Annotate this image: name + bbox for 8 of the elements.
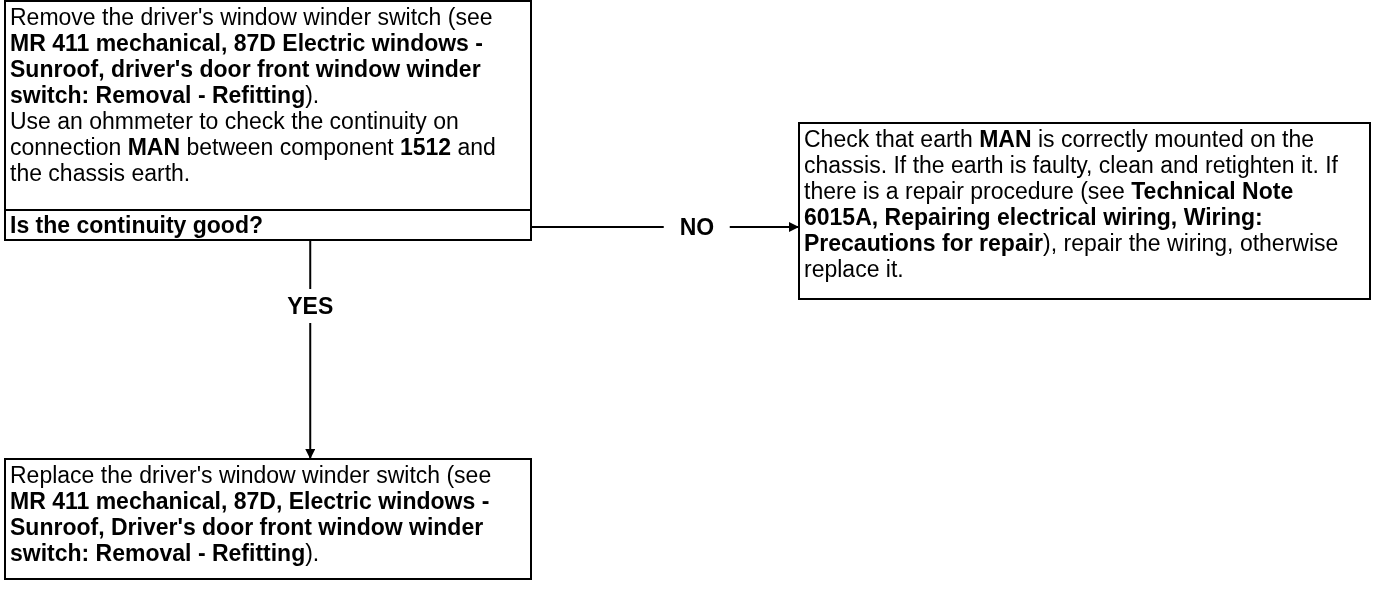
instruction-text: Use an ohmmeter to check the continuity on connection MAN between component 1512 and the chassis earth. <box>10 108 497 186</box>
process-box <box>4 458 532 580</box>
instruction-text: Remove the driver's window winder switch (see MR 411 mechanical, 87D Electric windows - Sunroof, driver's door front window winder switch: Removal - Refitting). <box>10 4 494 108</box>
question-text: Is the continuity good? <box>10 212 264 238</box>
instruction-text: Replace the driver's window winder switch (see MR 411 mechanical, 87D, Electric windows - Sunroof, Driver's door front window winder switch: Removal - Refitting). <box>10 462 493 566</box>
instruction-text: Check that earth MAN is correctly mounted on the chassis. If the earth is faulty, clean and retighten it. If there is a repair procedure (see Technical Note 6015A, Repairing electrical wiring, Wiring: Precautions for repair), repair the wiring, otherwise replace it. <box>804 126 1340 282</box>
process-box <box>4 0 532 241</box>
process-box <box>798 122 1371 300</box>
